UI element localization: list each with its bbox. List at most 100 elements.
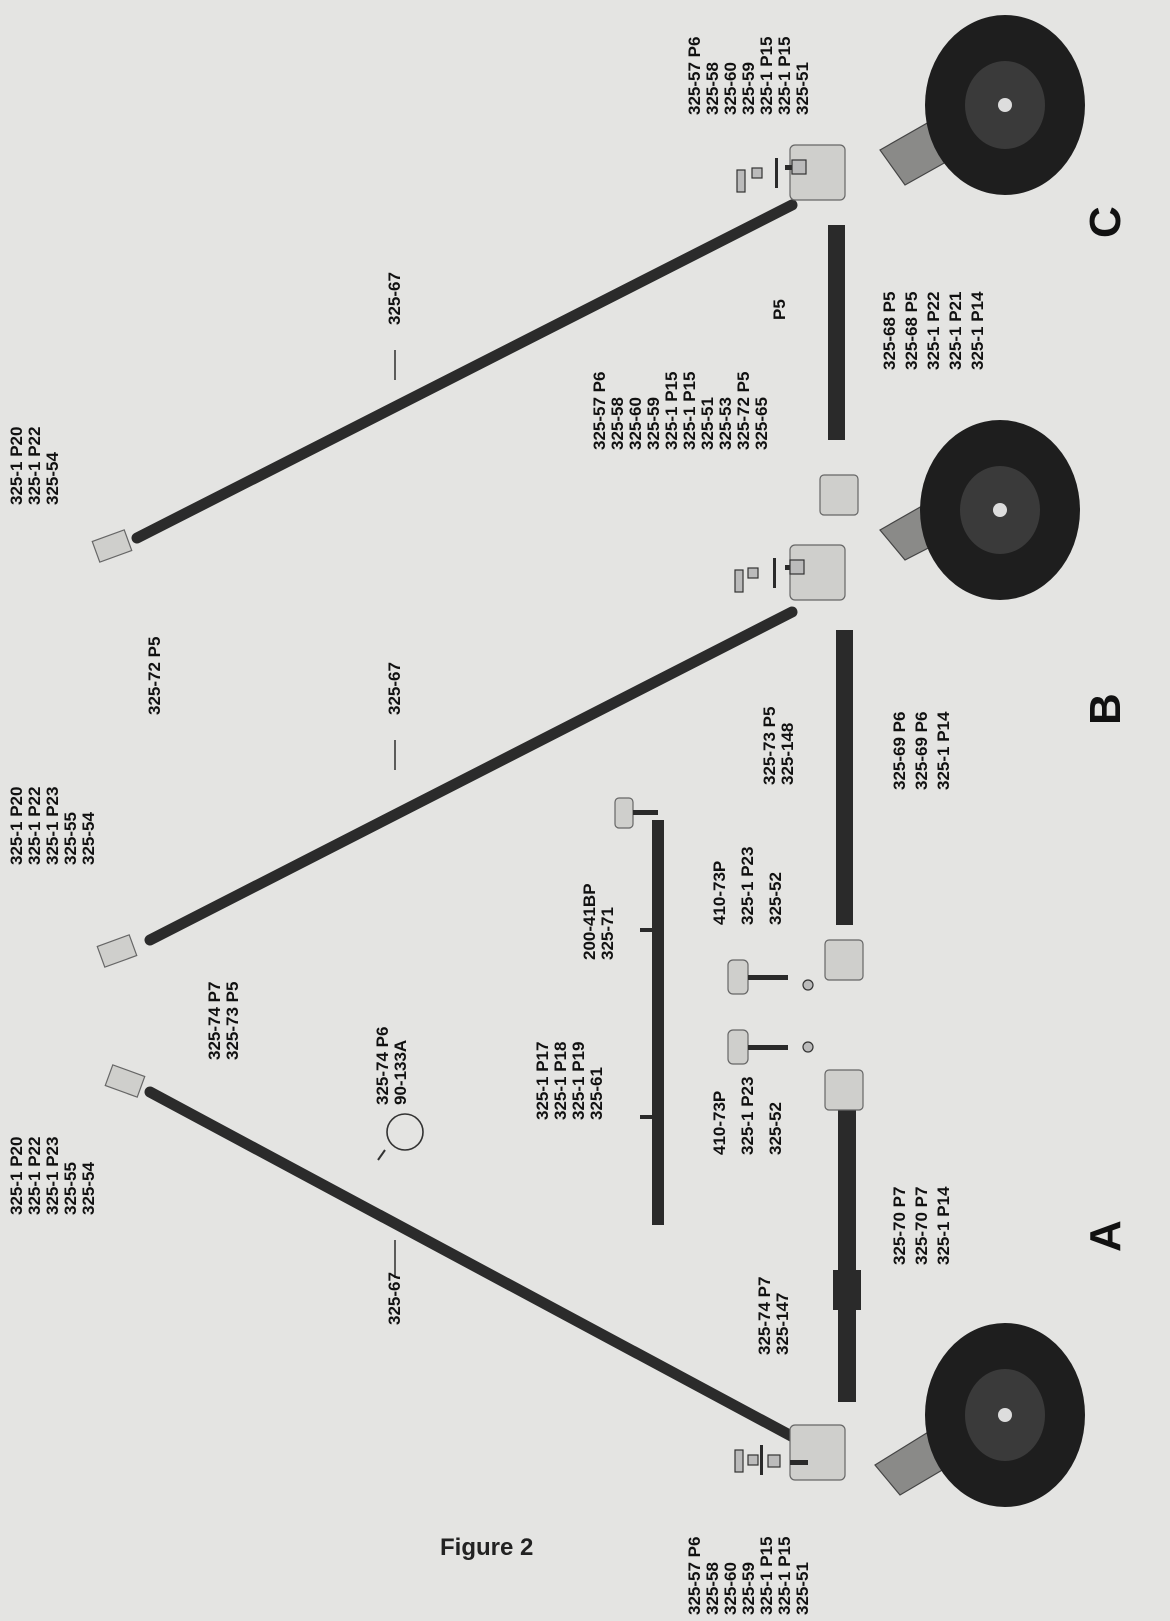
label: 325-58 — [608, 397, 627, 450]
axle-a-bar — [838, 1110, 856, 1402]
callout-a-axle-lower: 325-70 P7 325-70 P7 325-1 P14 — [890, 1186, 953, 1265]
axle-b-bar — [836, 630, 853, 925]
label: 325-1 P15 — [757, 1537, 776, 1615]
callout-b-axle-lower: 325-69 P6 325-69 P6 325-1 P14 — [890, 711, 953, 790]
label: 325-70 P7 — [912, 1187, 931, 1265]
callout-center-small: 325-74 P6 90-133A — [373, 1027, 410, 1105]
label: 325-1 P22 — [25, 427, 44, 505]
label: 90-133A — [391, 1040, 410, 1105]
label-tube-b: 325-67 — [385, 662, 404, 715]
label: 325-1 P22 — [25, 1137, 44, 1215]
label: 325-1 P23 — [738, 1077, 757, 1155]
label: 325-1 P20 — [7, 427, 26, 505]
label: 325-54 — [43, 452, 62, 505]
label: 410-73P — [710, 1091, 729, 1155]
callout-knob-left: 410-73P 325-1 P23 325-52 — [710, 1077, 785, 1155]
wheel-a — [925, 1323, 1085, 1507]
label: 325-74 P7 — [205, 982, 224, 1060]
label: 410-73P — [710, 861, 729, 925]
joint-fitting-a — [824, 1069, 864, 1111]
callout-bar-left: 325-1 P17 325-1 P18 325-1 P19 325-61 — [533, 1042, 606, 1120]
label: 325-1 P14 — [968, 291, 987, 370]
tube-c-325-67 — [131, 199, 798, 544]
label: 325-58 — [703, 1562, 722, 1615]
bar-tab-1 — [640, 928, 652, 932]
knob-200-41bp — [614, 797, 658, 829]
leg-b-small-parts — [734, 558, 805, 593]
label: 325-1 P17 — [533, 1042, 552, 1120]
label: 325-51 — [793, 62, 812, 115]
label: 325-55 — [61, 1162, 80, 1215]
label: 325-1 P15 — [757, 37, 776, 115]
label: 325-59 — [739, 1562, 758, 1615]
letter-a: A — [1081, 1220, 1130, 1252]
label: 325-53 — [716, 397, 735, 450]
pin-325-74-p6 — [377, 1149, 386, 1161]
label: 325-65 — [752, 397, 771, 450]
label: 325-52 — [766, 1102, 785, 1155]
label: 325-1 P18 — [551, 1042, 570, 1120]
label: 325-69 P6 — [890, 712, 909, 790]
washer-left — [802, 1041, 814, 1053]
label: 325-58 — [703, 62, 722, 115]
bar-325-71 — [652, 820, 664, 1225]
label-tube-c: 325-67 — [385, 272, 404, 325]
letter-b: B — [1081, 693, 1130, 725]
letter-c: C — [1081, 206, 1130, 238]
label: 325-57 P6 — [590, 372, 609, 450]
label: 325-148 — [778, 723, 797, 785]
label: 325-57 P6 — [685, 37, 704, 115]
label: 200-41BP — [580, 883, 599, 960]
apex-fitting-b — [96, 934, 138, 968]
axle-c-bar — [828, 225, 845, 440]
washer-right — [802, 979, 814, 991]
label: 325-69 P6 — [912, 712, 931, 790]
figure-caption: Figure 2 — [440, 1534, 533, 1561]
knob-right — [727, 959, 788, 995]
label: 325-1 P15 — [775, 1537, 794, 1615]
label: 325-51 — [793, 1562, 812, 1615]
label: 325-60 — [721, 62, 740, 115]
callout-apex1-right: 325-74 P7 325-73 P5 — [205, 982, 242, 1060]
label: 325-1 P14 — [934, 711, 953, 790]
label: 325-61 — [587, 1067, 606, 1120]
label-tube-a: 325-67 — [385, 1272, 404, 1325]
apex-fitting-c — [91, 529, 133, 563]
axle-a-sleeve — [833, 1270, 861, 1310]
callout-c-axle-lower: 325-68 P5 325-68 P5 325-1 P22 325-1 P21 … — [880, 291, 987, 370]
callout-apex2: 325-1 P20 325-1 P22 325-1 P23 325-55 325… — [7, 787, 98, 865]
wheel-b — [920, 420, 1080, 600]
label: 325-1 P15 — [662, 372, 681, 450]
label: 325-54 — [79, 1162, 98, 1215]
callout-a-axle-upper: 325-74 P7 325-147 — [755, 1277, 792, 1355]
label: 325-1 P15 — [775, 37, 794, 115]
label: 325-1 P22 — [924, 292, 943, 370]
leg-a-small-parts — [734, 1445, 781, 1475]
label: 325-54 — [79, 812, 98, 865]
label: 325-1 P14 — [934, 1186, 953, 1265]
label: 325-1 P23 — [43, 1137, 62, 1215]
leg-fitting-a — [789, 1424, 846, 1481]
callout-bar-right: 200-41BP 325-71 — [580, 883, 617, 960]
label: 325-147 — [773, 1293, 792, 1355]
callout-apex1-left: 325-1 P20 325-1 P22 325-1 P23 325-55 325… — [7, 1137, 98, 1215]
label: 325-1 P23 — [738, 847, 757, 925]
label: 325-71 — [598, 907, 617, 960]
callout-c-axle-upper: P5 — [770, 299, 789, 320]
label: 325-51 — [698, 397, 717, 450]
apex-fitting-a — [104, 1064, 146, 1098]
label: 325-60 — [626, 397, 645, 450]
label: 325-59 — [644, 397, 663, 450]
tube-b-325-67 — [144, 606, 798, 946]
label: 325-57 P6 — [685, 1537, 704, 1615]
label: 325-1 P20 — [7, 787, 26, 865]
callout-leg-a: 325-57 P6 325-58 325-60 325-59 325-1 P15… — [685, 1537, 812, 1615]
label: 325-1 P21 — [946, 292, 965, 370]
callout-apex3: 325-1 P20 325-1 P22 325-54 — [7, 427, 62, 505]
bar-tab-2 — [640, 1115, 652, 1119]
label: 325-72 P5 — [734, 372, 753, 450]
label: 325-60 — [721, 1562, 740, 1615]
ring-90-133a — [386, 1113, 424, 1151]
label: 325-1 P23 — [43, 787, 62, 865]
